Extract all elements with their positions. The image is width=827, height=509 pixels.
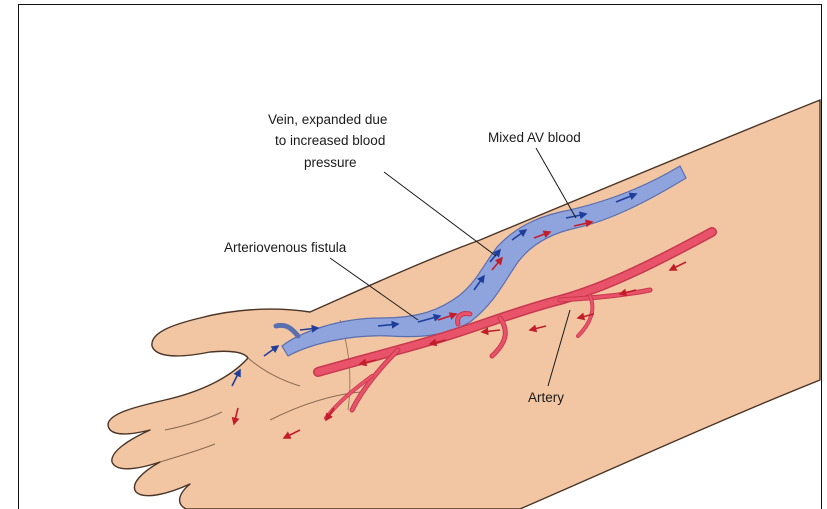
leader-vein (384, 172, 496, 256)
label-vein-line2: to increased blood (275, 133, 385, 148)
leader-mixed (536, 148, 576, 218)
label-vein-line3: pressure (304, 155, 357, 170)
label-artery: Artery (528, 390, 564, 405)
label-vein-line1: Vein, expanded due (268, 112, 387, 127)
label-arteriovenous-fistula: Arteriovenous fistula (224, 240, 347, 255)
label-mixed-av-blood: Mixed AV blood (488, 130, 581, 145)
